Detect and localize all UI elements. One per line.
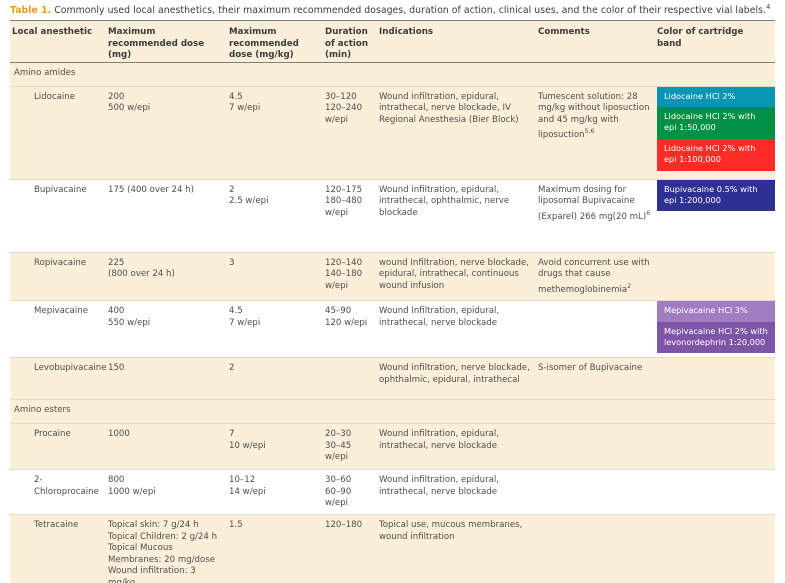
caption-reference-marker: 4 bbox=[766, 2, 771, 11]
max-dose-mg-levobupivacaine: 150 bbox=[108, 357, 229, 401]
column-header-comments: Comments bbox=[538, 20, 657, 63]
group-header-row: Amino amides bbox=[10, 62, 775, 87]
cartridge-band-swatch: Bupivacaine 0.5% with epi 1:200,000 bbox=[657, 179, 775, 212]
table-number-label: Table 1. bbox=[10, 5, 52, 16]
drug-name-levobupivacaine: Levobupivacaine bbox=[10, 357, 108, 401]
drug-name-2-chloroprocaine: 2-Chloroprocaine bbox=[10, 469, 108, 515]
max-dose-mgkg-levobupivacaine: 2 bbox=[229, 357, 325, 401]
cartridge-band-cell-procaine bbox=[657, 423, 775, 471]
indications-bupivacaine: Wound infiltration, epidural, intratheca… bbox=[379, 179, 538, 253]
comments-2-chloroprocaine bbox=[538, 469, 657, 515]
table-caption-text: Commonly used local anesthetics, their m… bbox=[54, 5, 767, 16]
max-dose-mg-procaine: 1000 bbox=[108, 423, 229, 471]
cartridge-band-group: Mepivacaine HCl 3%Mepivacaine HCl 2% wit… bbox=[657, 301, 775, 354]
group-label-amino-esters: Amino esters bbox=[10, 399, 775, 425]
comments-bupivacaine: Maximum dosing for liposomal Bupivacaine… bbox=[538, 179, 657, 253]
max-dose-mgkg-tetracaine: 1.5 bbox=[229, 514, 325, 583]
cartridge-band-group: Bupivacaine 0.5% with epi 1:200,000 bbox=[657, 179, 775, 212]
drug-name-procaine: Procaine bbox=[10, 423, 108, 471]
drug-name-mepivacaine: Mepivacaine bbox=[10, 300, 108, 359]
cartridge-band-cell-lidocaine: Lidocaine HCl 2%Lidocaine HCl 2% with ep… bbox=[657, 86, 775, 180]
cartridge-band-swatch: Mepivacaine HCl 2% with levonordephrin 1… bbox=[657, 321, 775, 354]
max-dose-mgkg-ropivacaine: 3 bbox=[229, 252, 325, 302]
comments-tetracaine bbox=[538, 514, 657, 583]
anesthetics-table: Local anesthetic Maximum recommended dos… bbox=[10, 20, 775, 583]
comments-procaine bbox=[538, 423, 657, 471]
column-header-max-dose-mg: Maximum recommended dose (mg) bbox=[108, 20, 229, 63]
column-header-max-dose-mgkg: Maximum recommended dose (mg/kg) bbox=[229, 20, 325, 63]
cartridge-band-cell-bupivacaine: Bupivacaine 0.5% with epi 1:200,000 bbox=[657, 179, 775, 253]
indications-levobupivacaine: Wound infiltration, nerve blockade, opht… bbox=[379, 357, 538, 401]
indications-2-chloroprocaine: Wound infiltration, epidural, intratheca… bbox=[379, 469, 538, 515]
drug-name-tetracaine: Tetracaine bbox=[10, 514, 108, 583]
indications-lidocaine: Wound infiltration, epidural, intratheca… bbox=[379, 86, 538, 180]
cartridge-band-swatch: Lidocaine HCl 2% with epi 1:50,000 bbox=[657, 106, 775, 139]
table-header: Local anesthetic Maximum recommended dos… bbox=[10, 20, 775, 63]
indications-procaine: Wound infiltration, epidural, intratheca… bbox=[379, 423, 538, 471]
cartridge-band-cell-mepivacaine: Mepivacaine HCl 3%Mepivacaine HCl 2% wit… bbox=[657, 300, 775, 359]
comments-lidocaine: Tumescent solution: 28 mg/kg without lip… bbox=[538, 86, 657, 180]
max-dose-mg-ropivacaine: 225(800 over 24 h) bbox=[108, 252, 229, 302]
duration-tetracaine: 120–180 bbox=[325, 514, 379, 583]
duration-levobupivacaine bbox=[325, 357, 379, 401]
cartridge-band-group: Lidocaine HCl 2%Lidocaine HCl 2% with ep… bbox=[657, 86, 775, 171]
indications-tetracaine: Topical use, mucous membranes, wound inf… bbox=[379, 514, 538, 583]
header-row: Local anesthetic Maximum recommended dos… bbox=[10, 20, 775, 63]
drug-name-lidocaine: Lidocaine bbox=[10, 86, 108, 180]
cartridge-band-cell-2-chloroprocaine bbox=[657, 469, 775, 515]
cartridge-band-swatch: Lidocaine HCl 2% bbox=[657, 86, 775, 107]
column-header-cartridge-color: Color of cartridge band bbox=[657, 20, 775, 63]
cartridge-band-swatch: Mepivacaine HCl 3% bbox=[657, 301, 775, 322]
drug-name-bupivacaine: Bupivacaine bbox=[10, 179, 108, 253]
comments-levobupivacaine: S-isomer of Bupivacaine bbox=[538, 357, 657, 401]
indications-mepivacaine: Wound Infiltration, epidural, intratheca… bbox=[379, 300, 538, 359]
cartridge-band-cell-levobupivacaine bbox=[657, 357, 775, 401]
cartridge-band-cell-tetracaine bbox=[657, 514, 775, 583]
group-header-row: Amino esters bbox=[10, 399, 775, 425]
comments-ropivacaine: Avoid concurrent use with drugs that cau… bbox=[538, 252, 657, 302]
table-caption: Table 1. Commonly used local anesthetics… bbox=[10, 4, 776, 17]
column-header-indications: Indications bbox=[379, 20, 538, 63]
cartridge-band-cell-ropivacaine bbox=[657, 252, 775, 302]
drug-name-ropivacaine: Ropivacaine bbox=[10, 252, 108, 302]
max-dose-mg-bupivacaine: 175 (400 over 24 h) bbox=[108, 179, 229, 253]
cartridge-band-swatch: Lidocaine HCl 2% with epi 1:100,000 bbox=[657, 138, 775, 171]
column-header-local-anesthetic: Local anesthetic bbox=[10, 20, 108, 63]
comments-mepivacaine bbox=[538, 300, 657, 359]
indications-ropivacaine: wound Infiltration, nerve blockade, epid… bbox=[379, 252, 538, 302]
group-label-amino-amides: Amino amides bbox=[10, 62, 775, 87]
column-header-duration: Duration of action (min) bbox=[325, 20, 379, 63]
